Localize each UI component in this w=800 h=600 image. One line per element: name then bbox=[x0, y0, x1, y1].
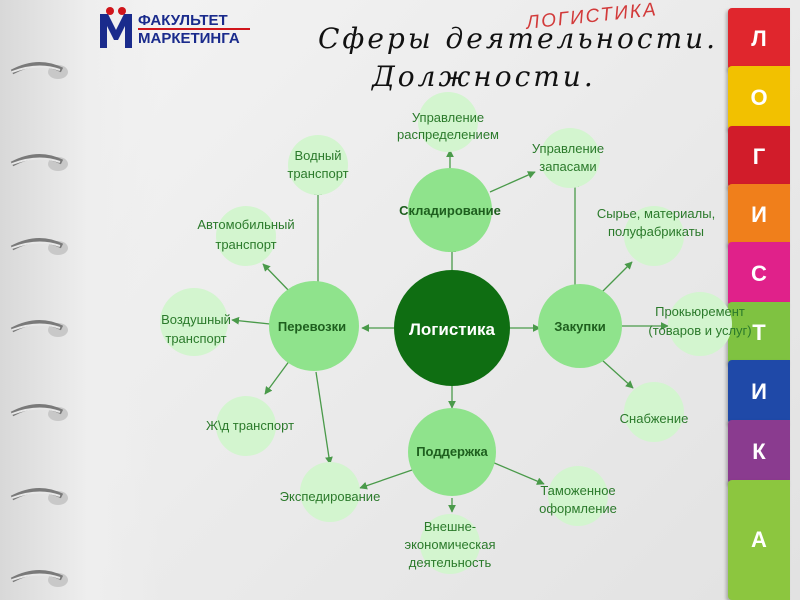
leaf-node-inventory bbox=[540, 128, 600, 188]
tab-letter[interactable]: И bbox=[728, 360, 790, 424]
spiral-ring bbox=[10, 320, 68, 337]
leaf-node-distribution bbox=[418, 92, 478, 152]
tab-letter[interactable]: И bbox=[728, 184, 790, 246]
tab-letter[interactable]: С bbox=[728, 242, 790, 306]
leaf-circles bbox=[160, 92, 732, 574]
hub-label-purchasing: Закупки bbox=[554, 319, 605, 334]
connector bbox=[491, 461, 545, 485]
spiral-ring bbox=[10, 238, 68, 255]
tab-letter-text: О bbox=[750, 85, 768, 110]
tab-letter-text: Т bbox=[752, 320, 766, 345]
leaf-label: оформление bbox=[539, 501, 617, 516]
hub-node-support bbox=[408, 408, 496, 496]
tab-letter-text: Г bbox=[752, 144, 766, 169]
hub-label-warehousing: Складирование bbox=[399, 203, 501, 218]
center-label: Логистика bbox=[409, 320, 496, 339]
leaf-node-procurement bbox=[668, 292, 732, 356]
connector bbox=[231, 316, 271, 325]
hub-node-transport bbox=[269, 281, 359, 371]
leaf-node-water-transport bbox=[288, 135, 348, 195]
leaf-label: Снабжение bbox=[620, 411, 689, 426]
tab-letter[interactable]: Л bbox=[728, 8, 790, 70]
connector bbox=[359, 469, 413, 490]
spiral-ring bbox=[10, 488, 68, 505]
leaf-label: транспорт bbox=[165, 331, 226, 346]
leaf-node-supply bbox=[624, 382, 684, 442]
tab-letter-text: Л bbox=[751, 26, 767, 51]
tab-letter[interactable]: К bbox=[728, 420, 790, 484]
leaf-label: экономическая bbox=[404, 537, 495, 552]
page-title-line2: Должности. bbox=[372, 60, 596, 93]
spiral-ring bbox=[10, 62, 68, 79]
leaf-label: Таможенное bbox=[540, 483, 615, 498]
spiral-ring bbox=[10, 404, 68, 421]
notebook-edge bbox=[0, 0, 160, 600]
leaf-node-raw-materials bbox=[624, 206, 684, 266]
tab-letter[interactable]: О bbox=[728, 66, 790, 130]
tab-letter-text: А bbox=[751, 527, 767, 552]
leaf-label: Экспедирование bbox=[280, 489, 381, 504]
tab-letter-text: И bbox=[751, 202, 767, 227]
hub-label-transport: Перевозки bbox=[278, 319, 346, 334]
leaf-label: Автомобильный bbox=[197, 217, 294, 232]
page-title-line1: Сферы деятельности. bbox=[318, 22, 719, 55]
center-node-logistics bbox=[394, 270, 510, 386]
leaf-node-foreign-trade bbox=[420, 514, 480, 574]
leaf-label: деятельность bbox=[409, 555, 492, 570]
leaf-node-air-transport bbox=[160, 288, 228, 356]
hub-label-support: Поддержка bbox=[416, 444, 488, 459]
logo-divider bbox=[138, 28, 250, 30]
connectors bbox=[231, 149, 669, 513]
hub-circles bbox=[269, 168, 622, 496]
logo-text-marketing: МАРКЕТИНГА bbox=[138, 30, 240, 47]
leaf-label: Водный bbox=[295, 148, 342, 163]
tab-letter[interactable]: Т bbox=[728, 302, 790, 364]
leaf-node-auto-transport bbox=[216, 206, 276, 266]
leaf-label: (товаров и услуг) bbox=[648, 323, 751, 338]
connector bbox=[489, 171, 536, 193]
leaf-node-customs bbox=[548, 466, 608, 526]
leaf-label: запасами bbox=[539, 159, 596, 174]
leaf-label: полуфабрикаты bbox=[608, 224, 704, 239]
leaf-label: транспорт bbox=[287, 166, 348, 181]
leaf-label: Ж\д транспорт bbox=[206, 418, 294, 433]
connector bbox=[262, 263, 293, 295]
leaf-label: распределением bbox=[397, 127, 499, 142]
connector bbox=[601, 359, 634, 389]
leaf-label: Сырье, материалы, bbox=[597, 206, 715, 221]
connector bbox=[264, 359, 291, 395]
hub-node-purchasing bbox=[538, 284, 622, 368]
leaf-label: Внешне- bbox=[424, 519, 476, 534]
connector bbox=[315, 371, 333, 465]
leaf-node-forwarding bbox=[300, 462, 360, 522]
tab-letter-text: С bbox=[751, 261, 767, 286]
faculty-logo: ФАКУЛЬТЕТ МАРКЕТИНГА bbox=[98, 6, 258, 54]
tab-letter-text: И bbox=[751, 379, 767, 404]
tab-letter[interactable]: Г bbox=[728, 126, 790, 188]
tab-letter-text: К bbox=[752, 439, 766, 464]
faculty-m-logo-icon bbox=[100, 7, 132, 48]
leaf-node-rail-transport bbox=[216, 396, 276, 456]
tab-letter[interactable]: А bbox=[728, 480, 790, 600]
leaf-label: Управление bbox=[412, 110, 484, 125]
connector bbox=[601, 261, 633, 293]
leaf-label: транспорт bbox=[215, 237, 276, 252]
hub-node-warehousing bbox=[408, 168, 492, 252]
spiral-ring bbox=[10, 570, 68, 587]
leaf-label: Управление bbox=[532, 141, 604, 156]
spiral-ring bbox=[10, 154, 68, 171]
leaf-label: Воздушный bbox=[161, 312, 231, 327]
leaf-label: Прокьюремент bbox=[655, 304, 745, 319]
logo-text-faculty: ФАКУЛЬТЕТ bbox=[138, 12, 228, 29]
